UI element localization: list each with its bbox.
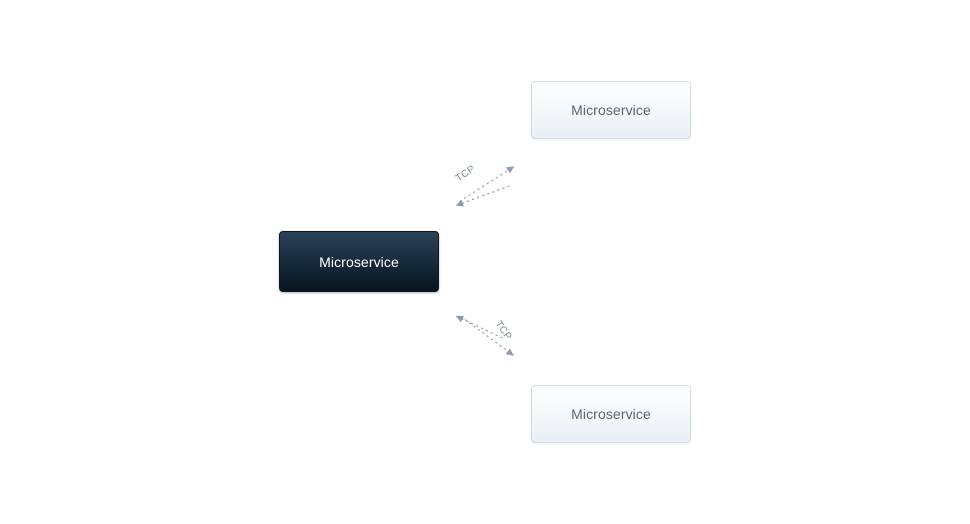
node-label: Microservice bbox=[571, 406, 651, 422]
node-microservice-bottom-right[interactable]: Microservice bbox=[531, 385, 691, 443]
edge-line-outbound bbox=[459, 166, 515, 202]
edge-center-to-top-right: TCP bbox=[454, 164, 515, 207]
edge-center-to-bottom-right: TCP bbox=[455, 315, 514, 356]
node-microservice-center[interactable]: Microservice bbox=[279, 231, 439, 292]
edge-line-outbound bbox=[464, 319, 514, 356]
edge-label-tcp-top: TCP bbox=[454, 164, 478, 185]
edge-line-inbound bbox=[455, 315, 503, 339]
edge-label-tcp-bottom: TCP bbox=[493, 319, 514, 343]
node-label: Microservice bbox=[319, 253, 399, 270]
node-microservice-top-right[interactable]: Microservice bbox=[531, 81, 691, 139]
edge-line-inbound bbox=[455, 185, 510, 207]
node-label: Microservice bbox=[571, 102, 651, 118]
